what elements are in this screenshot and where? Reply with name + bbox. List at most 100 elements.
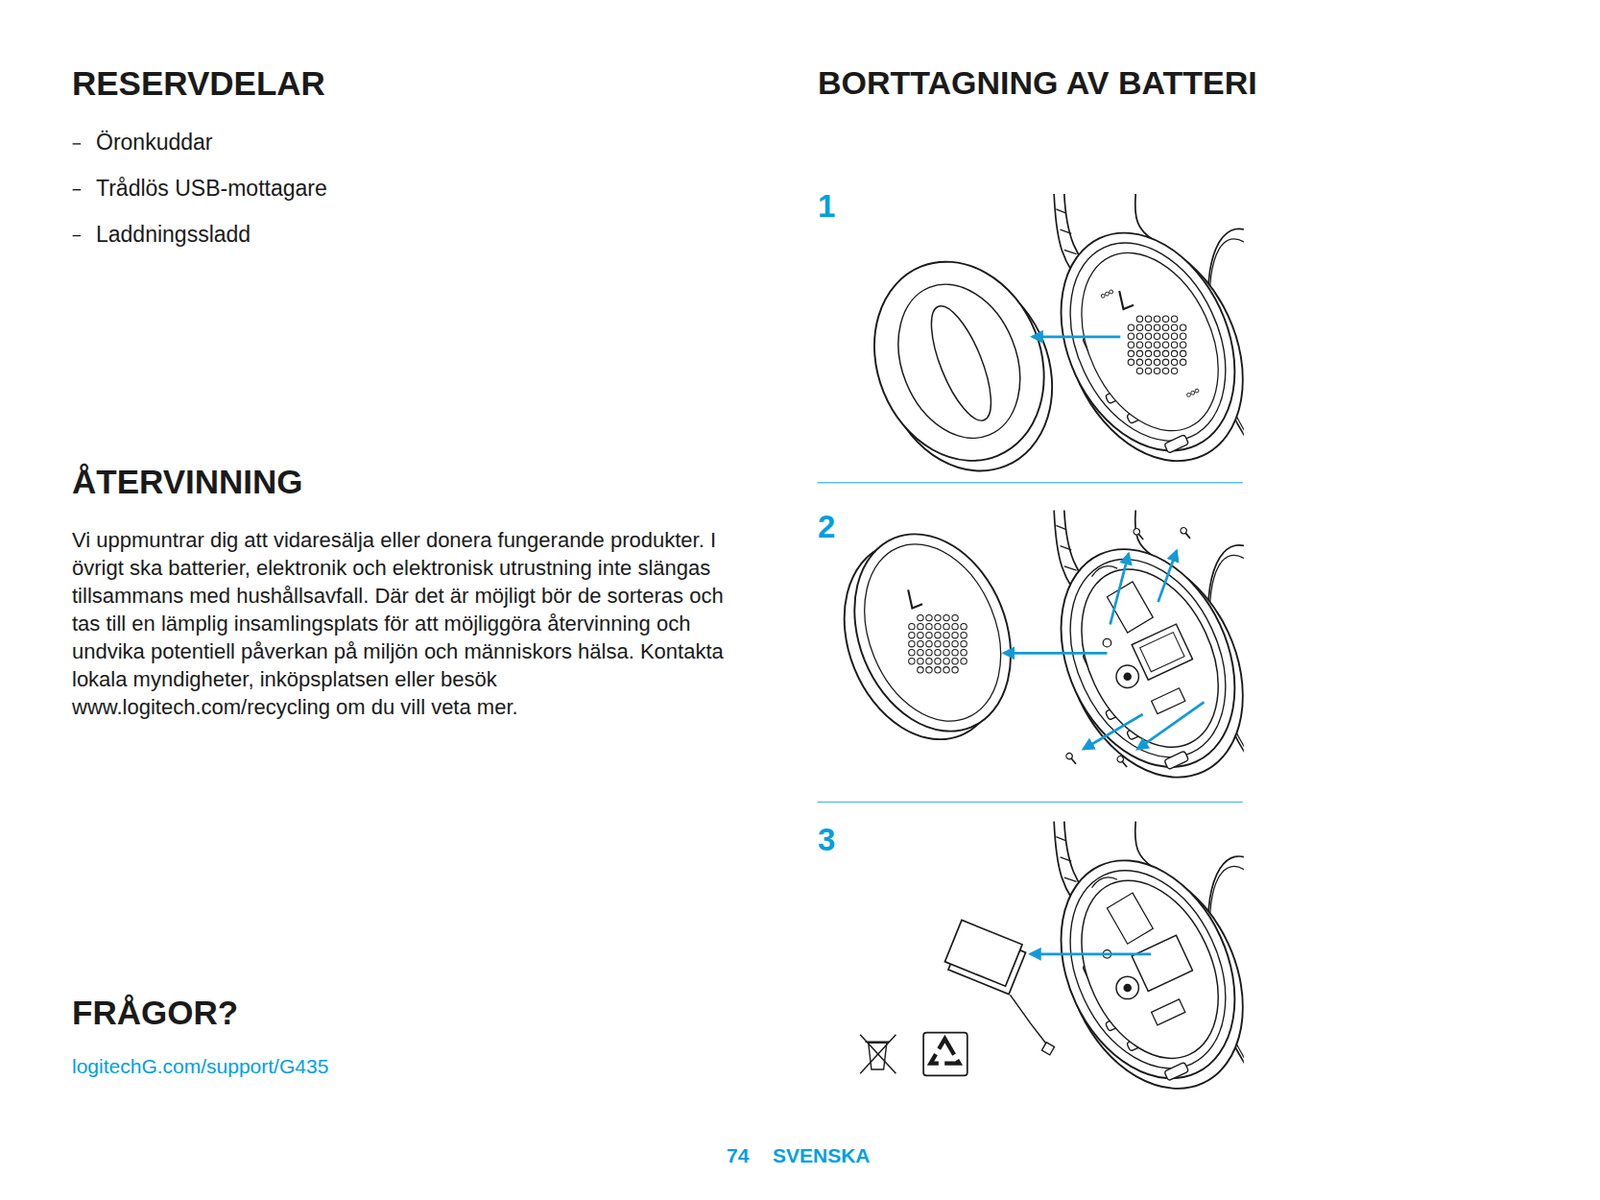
drawing-part: [917, 641, 924, 647]
drawing-part: [1187, 392, 1192, 397]
drawing-part: [908, 658, 915, 665]
drawing-part: [1164, 750, 1190, 770]
drawing-part: [1151, 688, 1186, 715]
drawing-part: [1003, 651, 1107, 655]
drawing-part: [942, 919, 1028, 994]
drawing-part: [1145, 324, 1151, 331]
drawing-part: [1110, 553, 1129, 624]
drawing-part: [943, 667, 950, 673]
drawing-part: [1145, 333, 1151, 339]
drawing-part: [1170, 324, 1177, 331]
step-number: 2: [817, 508, 836, 546]
drawing-part: [926, 658, 932, 665]
drawing-part: [1122, 671, 1132, 681]
drawing-part: [917, 649, 924, 656]
drawing-part: [1145, 358, 1151, 365]
drawing-part: [1030, 952, 1151, 956]
drawing-part: [908, 641, 915, 647]
drawing-part: [1027, 832, 1244, 1107]
drawing-part: [1131, 934, 1193, 991]
drawing-part: [859, 1034, 896, 1074]
drawing-part: [1153, 333, 1160, 339]
drawing-part: [1064, 566, 1077, 571]
drawing-part: [1127, 358, 1134, 365]
drawing-part: [1065, 751, 1079, 766]
drawing-part: [908, 622, 915, 629]
drawing-part: [1091, 566, 1118, 577]
drawing-part: [944, 919, 1023, 986]
drawing-part: [1041, 1042, 1054, 1055]
drawing-part: [1153, 324, 1160, 331]
drawing-part: [917, 614, 924, 621]
separator-line: [817, 801, 1243, 803]
drawing-part: [934, 631, 941, 638]
drawing-part: [1153, 350, 1160, 357]
drawing-part: [1116, 754, 1130, 769]
list-item: Öronkuddar: [95, 129, 213, 155]
drawing-part: [1109, 289, 1114, 294]
drawing-part: [1162, 341, 1169, 348]
drawing-part: [943, 641, 950, 647]
drawing-part: [1027, 204, 1244, 479]
drawing-part: [1027, 821, 1244, 1118]
drawing-part: [1136, 358, 1143, 365]
step-number: 1: [817, 188, 836, 225]
drawing-part: [1027, 521, 1244, 796]
drawing-part: [960, 641, 967, 647]
drawing-part: [1179, 350, 1186, 357]
drawing-part: [1179, 358, 1186, 365]
drawing-part: [1164, 1061, 1190, 1081]
drawing-part: [952, 614, 958, 621]
support-link: logitechG.com/support/G435: [71, 1054, 329, 1078]
drawing-part: [1158, 550, 1177, 602]
drawing-part: [1164, 434, 1190, 454]
drawing-part: [1145, 350, 1151, 357]
drawing-part: [1153, 315, 1160, 322]
drawing-part: [1055, 836, 1067, 841]
drawing-part: [1027, 193, 1244, 490]
drawing-part: [1040, 845, 1244, 1095]
drawing-part: [926, 667, 932, 673]
drawing-part: [1170, 341, 1177, 348]
drawing-part: [1102, 638, 1112, 647]
drawing-part: [1179, 525, 1194, 541]
drawing-part: [943, 631, 950, 638]
list-dash: [72, 143, 82, 144]
drawing-part: [1127, 341, 1134, 348]
drawing-part: [1162, 358, 1169, 365]
drawing-part: [926, 614, 932, 621]
drawing-part: [1137, 701, 1204, 749]
drawing-part: [1032, 334, 1121, 338]
drawing-part: [960, 622, 967, 629]
drawing-part: [943, 649, 950, 656]
drawing-part: [1060, 546, 1073, 550]
drawing-part: [1136, 315, 1143, 322]
drawing-part: [1138, 533, 1144, 540]
section-heading: RESERVDELAR: [71, 64, 326, 103]
drawing-part: [952, 649, 958, 656]
drawing-part: [919, 298, 1003, 428]
drawing-part: [960, 658, 967, 665]
drawing-part: [917, 667, 924, 673]
drawing-part: [1106, 892, 1153, 944]
drawing-part: [1136, 333, 1143, 339]
drawing-part: [1009, 994, 1048, 1046]
drawing-part: [1116, 976, 1139, 999]
drawing-part: [952, 658, 958, 665]
drawing-part: [1162, 315, 1169, 322]
drawing-part: [1100, 293, 1105, 298]
drawing-part: [1040, 217, 1244, 467]
drawing-part: [839, 524, 1027, 742]
drawing-part: [917, 631, 924, 638]
drawing-part: [1054, 231, 1244, 454]
drawing-part: [923, 1032, 968, 1076]
drawing-part: [1071, 758, 1076, 765]
drawing-part: [1116, 665, 1139, 688]
drawing-part: [907, 589, 923, 608]
drawing-part: [908, 649, 915, 656]
drawing-part: [926, 649, 932, 656]
drawing-part: [859, 1034, 896, 1074]
drawing-part: [1162, 333, 1169, 339]
drawing-part: [1185, 532, 1191, 539]
drawing-part: [923, 1032, 968, 1076]
